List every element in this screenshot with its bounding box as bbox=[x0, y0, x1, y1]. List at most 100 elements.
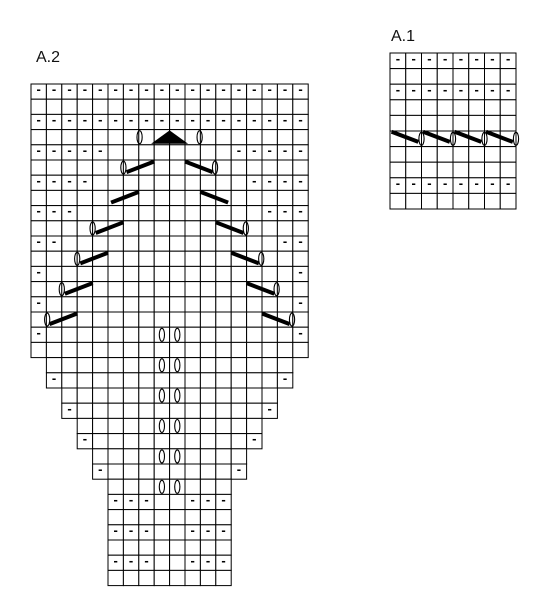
a2-cell bbox=[122, 220, 140, 237]
purl-symbol: - bbox=[474, 82, 478, 97]
a2-cell bbox=[184, 402, 201, 419]
a2-cell bbox=[230, 189, 248, 207]
a2-cell bbox=[215, 129, 232, 146]
purl-symbol: - bbox=[459, 51, 463, 66]
a2-cell bbox=[230, 159, 248, 176]
a1-cell bbox=[499, 192, 517, 210]
a2-cell bbox=[169, 220, 186, 237]
a2-cell bbox=[184, 220, 201, 237]
purl-symbol: - bbox=[83, 431, 87, 446]
purl-symbol: - bbox=[206, 522, 210, 537]
purl-symbol: - bbox=[206, 492, 210, 507]
yarn-over-symbol bbox=[242, 221, 249, 236]
purl-symbol: - bbox=[427, 82, 431, 97]
a2-cell bbox=[76, 296, 94, 313]
a2-cell bbox=[230, 296, 248, 313]
a2-cell bbox=[292, 341, 309, 359]
purl-symbol: - bbox=[144, 492, 148, 507]
purl-symbol: - bbox=[114, 82, 118, 97]
a2-cell bbox=[184, 433, 201, 450]
a2-cell bbox=[246, 189, 263, 207]
a2-cell bbox=[153, 554, 171, 571]
yarn-over-symbol bbox=[258, 251, 265, 266]
a2-cell bbox=[276, 341, 294, 359]
a2-cell bbox=[76, 341, 94, 359]
a2-cell bbox=[215, 341, 232, 359]
a2-cell bbox=[92, 311, 109, 328]
a2-cell bbox=[138, 463, 155, 480]
a2-cell bbox=[199, 448, 217, 465]
purl-symbol: - bbox=[129, 522, 133, 537]
a2-cell bbox=[169, 387, 186, 404]
diagram-a1: ------------------------ bbox=[389, 51, 520, 210]
purl-symbol: - bbox=[67, 401, 71, 416]
a2-cell bbox=[184, 311, 201, 328]
a2-cell bbox=[122, 463, 140, 480]
a2-cell bbox=[122, 311, 140, 328]
yarn-over-symbol bbox=[120, 160, 127, 175]
a1-cell bbox=[499, 99, 517, 116]
a2-cell bbox=[122, 357, 140, 374]
a2-cell bbox=[169, 448, 186, 465]
a1-cell bbox=[405, 192, 422, 210]
a2-cell bbox=[107, 326, 124, 343]
purl-symbol: - bbox=[129, 492, 133, 507]
a2-cell bbox=[246, 402, 263, 419]
a2-cell bbox=[230, 372, 248, 389]
purl-symbol: - bbox=[114, 522, 118, 537]
a1-cell bbox=[499, 146, 517, 163]
yarn-over-symbol bbox=[58, 282, 65, 297]
yarn-over-symbol bbox=[158, 418, 166, 434]
a1-cell bbox=[484, 146, 501, 163]
a1-cell bbox=[452, 114, 470, 132]
a2-cell bbox=[107, 205, 124, 222]
a2-cell bbox=[76, 235, 94, 252]
purl-symbol: - bbox=[268, 82, 272, 97]
a2-cell bbox=[230, 341, 248, 359]
double-decrease-symbol bbox=[151, 130, 189, 144]
purl-symbol: - bbox=[298, 173, 302, 188]
purl-symbol: - bbox=[37, 234, 41, 249]
a1-cell bbox=[405, 99, 422, 116]
a2-cell bbox=[153, 433, 171, 450]
a2-cell bbox=[230, 205, 248, 222]
a2-cell bbox=[184, 265, 201, 283]
a2-cell bbox=[246, 205, 263, 222]
a2-cell bbox=[184, 326, 201, 343]
a2-cell bbox=[61, 235, 78, 252]
a2-cell bbox=[153, 341, 171, 359]
a2-cell bbox=[215, 144, 232, 161]
a1-cell bbox=[436, 192, 454, 210]
a2-cell bbox=[215, 372, 232, 389]
a2-cell bbox=[169, 493, 186, 511]
a2-cell bbox=[107, 174, 124, 191]
a1-cell bbox=[421, 99, 438, 116]
a2-cell bbox=[230, 235, 248, 252]
a2-cell bbox=[138, 235, 155, 252]
a2-cell bbox=[107, 265, 124, 283]
a2-cell bbox=[45, 250, 63, 267]
a2-cell bbox=[76, 387, 94, 404]
a2-cell bbox=[184, 387, 201, 404]
a2-cell bbox=[153, 281, 171, 298]
a2-cell bbox=[215, 433, 232, 450]
purl-symbol: - bbox=[144, 112, 148, 127]
a2-cell bbox=[61, 220, 78, 237]
yarn-over-symbol bbox=[174, 418, 181, 434]
a2-cell bbox=[138, 448, 155, 465]
a2-cell bbox=[92, 205, 109, 222]
yarn-over-symbol bbox=[174, 479, 181, 494]
a2-cell bbox=[199, 341, 217, 359]
a2-cell bbox=[246, 265, 263, 283]
a2-cell bbox=[122, 235, 140, 252]
a2-cell bbox=[261, 341, 278, 359]
purl-symbol: - bbox=[298, 82, 302, 97]
purl-symbol: - bbox=[129, 82, 133, 97]
a2-cell bbox=[92, 402, 109, 419]
purl-symbol: - bbox=[144, 553, 148, 568]
yarn-over-symbol bbox=[89, 221, 96, 236]
a2-cell bbox=[169, 554, 186, 571]
yarn-over-symbol bbox=[174, 327, 181, 342]
a1-cell bbox=[484, 114, 501, 132]
a2-cell bbox=[153, 357, 171, 374]
